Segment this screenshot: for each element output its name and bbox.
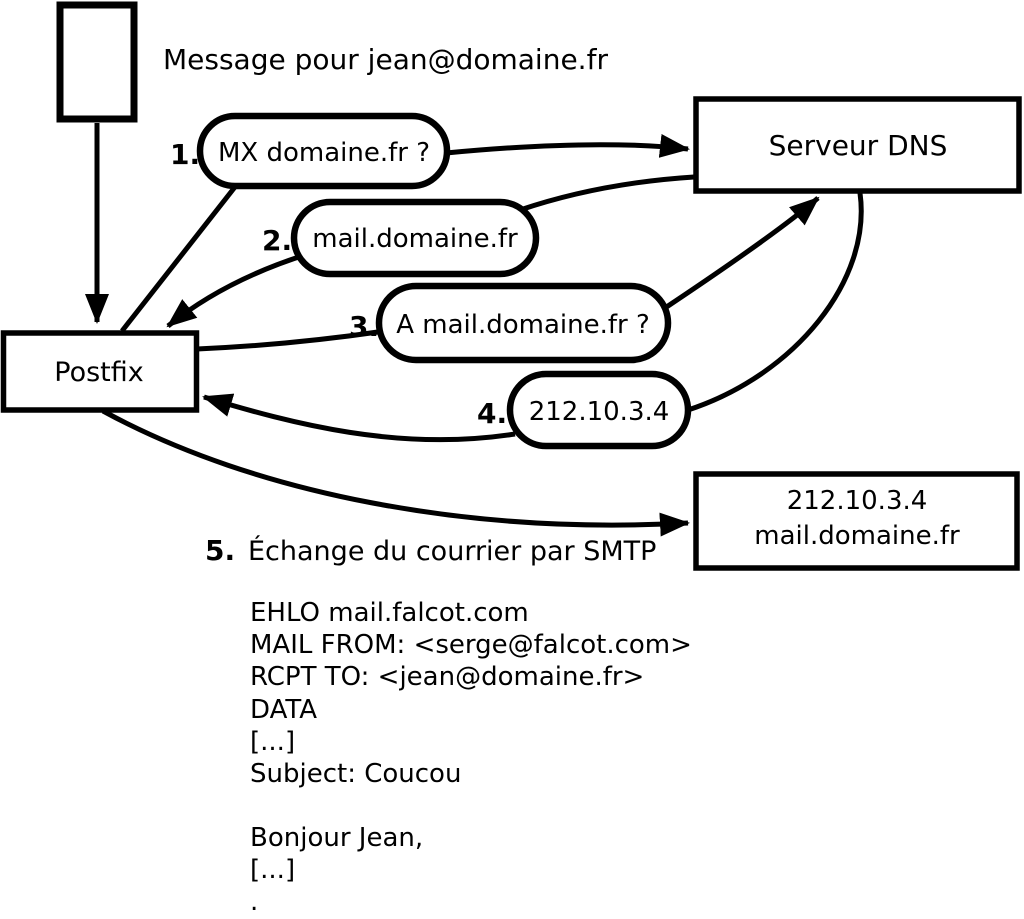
smtp-line: MAIL FROM: <serge@falcot.com>	[250, 630, 692, 660]
smtp-line: .	[250, 887, 258, 917]
step1-pill-label: MX domaine.fr ?	[218, 138, 430, 168]
step1-pill	[196, 112, 451, 190]
step3-pill	[375, 282, 672, 364]
step1-number: 1.	[170, 138, 200, 171]
step2-pill	[290, 198, 540, 278]
mail-server-host-label: mail.domaine.fr	[754, 521, 960, 551]
arrow-step3-pill-to-dns	[663, 196, 820, 311]
step3-number: 3.	[349, 310, 379, 343]
edge-step1-postfix-to-pill	[120, 176, 244, 333]
arrow-step1-pill-to-dns	[445, 133, 690, 158]
dns-server-node	[693, 96, 1022, 194]
arrow-step5-postfix-to-mailserver	[101, 408, 690, 537]
mail-server-node	[693, 471, 1020, 571]
smtp-line: Subject: Coucou	[250, 759, 461, 789]
dns-server-node-label: Serveur DNS	[769, 129, 948, 162]
step4-pill-label: 212.10.3.4	[529, 397, 670, 427]
step2-number: 2.	[262, 224, 292, 257]
mail-server-ip-label: 212.10.3.4	[787, 486, 928, 516]
postfix-node	[0, 330, 200, 413]
message-caption: Message pour jean@domaine.fr	[163, 43, 608, 76]
step4-pill	[506, 370, 692, 450]
postfix-node-label: Postfix	[54, 357, 143, 388]
edge-step2-dns-to-pill	[519, 174, 695, 213]
smtp-line: Bonjour Jean,	[250, 823, 423, 853]
step4-number: 4.	[477, 397, 507, 430]
step5-label: Échange du courrier par SMTP	[248, 535, 656, 567]
smtp-line: DATA	[250, 695, 317, 725]
edge-step4-dns-to-pill	[687, 192, 864, 413]
step5-number: 5.	[205, 534, 235, 567]
arrow-step4-pill-to-postfix	[202, 393, 516, 443]
step3-pill-label: A mail.domaine.fr ?	[396, 310, 650, 340]
step2-pill-label: mail.domaine.fr	[312, 224, 518, 254]
arrow-step2-pill-to-postfix	[166, 251, 309, 328]
smtp-line: RCPT TO: <jean@domaine.fr>	[250, 662, 644, 692]
message-envelope-node	[56, 1, 138, 123]
edge-step3-postfix-to-pill	[196, 328, 386, 352]
smtp-line: EHLO mail.falcot.com	[250, 598, 529, 628]
smtp-line: [...]	[250, 727, 295, 757]
smtp-line: [...]	[250, 855, 295, 885]
